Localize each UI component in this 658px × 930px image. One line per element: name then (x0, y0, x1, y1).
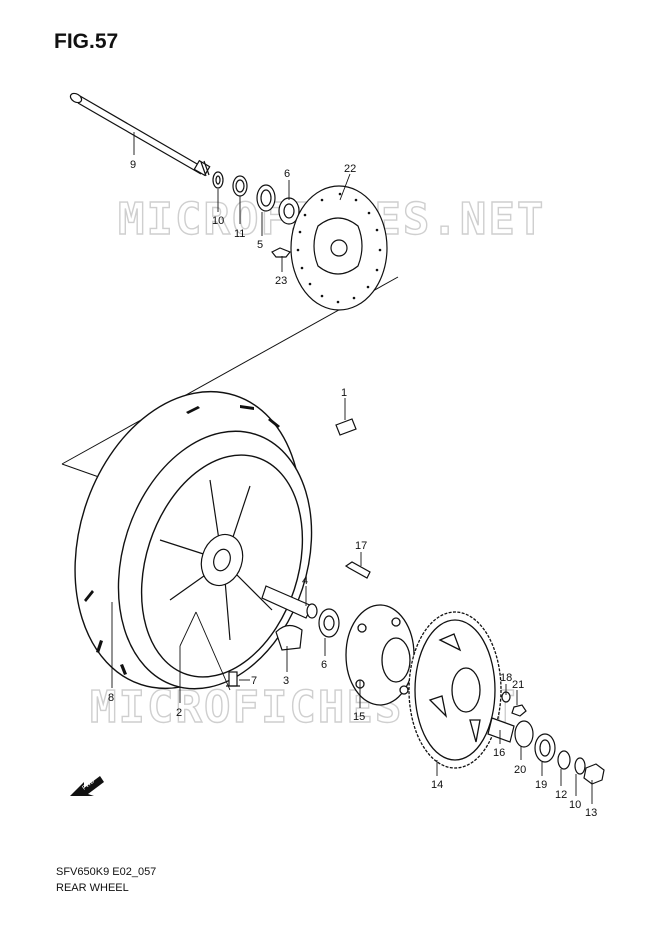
figure-code: SFV650K9 E02_057 (56, 866, 157, 878)
callout-4: 4 (302, 575, 308, 587)
callout-17: 17 (355, 540, 367, 552)
figure-name: REAR WHEEL (56, 882, 129, 894)
callout-20: 20 (514, 764, 526, 776)
callout-6-lower: 6 (321, 659, 327, 671)
callout-18: 18 (500, 672, 512, 684)
rear-tire (74, 390, 313, 690)
rear-sprocket (408, 611, 502, 769)
callout-14: 14 (431, 779, 443, 791)
callout-10-lower: 10 (569, 799, 581, 811)
callout-2: 2 (176, 707, 182, 719)
balance-weight (335, 418, 357, 436)
callout-11: 11 (234, 228, 245, 240)
forward-arrow-icon: FWD (70, 776, 104, 796)
sprocket-side-parts (487, 691, 605, 785)
top-spacer-parts (212, 171, 300, 258)
wheel-spokes (159, 479, 273, 641)
callout-8: 8 (108, 692, 114, 704)
leader-lines (111, 132, 593, 804)
callout-21: 21 (512, 679, 524, 691)
callout-13: 13 (585, 807, 597, 819)
callout-9: 9 (130, 159, 136, 171)
callout-15: 15 (353, 711, 365, 723)
callout-19: 19 (535, 779, 547, 791)
callout-23: 23 (275, 275, 287, 287)
callout-16: 16 (493, 747, 505, 759)
axle-part (69, 92, 211, 177)
callout-6: 6 (284, 168, 290, 180)
callout-7: 7 (251, 675, 257, 687)
figure-title: FIG.57 (54, 30, 119, 53)
callout-22: 22 (344, 163, 356, 175)
callout-1: 1 (341, 387, 347, 399)
brake-disc (290, 185, 388, 311)
lower-bearing (318, 608, 340, 638)
brake-disc-holes (296, 192, 382, 304)
callout-10: 10 (212, 215, 224, 227)
spacer-tube (261, 585, 318, 619)
sprocket-drum (345, 604, 415, 706)
callout-12: 12 (555, 789, 567, 801)
sprocket-bolt (344, 561, 371, 579)
tire-tread-marks (84, 405, 280, 675)
cush-damper (275, 624, 303, 651)
callout-3: 3 (283, 675, 289, 687)
callout-5: 5 (257, 239, 263, 251)
